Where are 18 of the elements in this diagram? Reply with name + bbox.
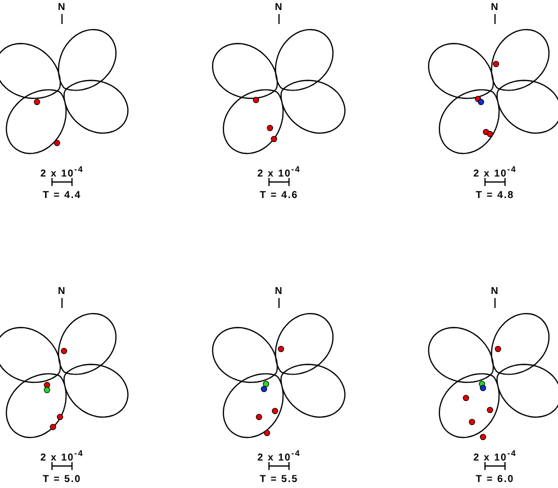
north-label: N bbox=[490, 2, 500, 13]
north-label: N bbox=[274, 2, 284, 13]
north-label: N bbox=[274, 286, 284, 297]
time-label: T = 6.0 bbox=[476, 474, 514, 485]
scale-label: 2 x 10$^{-4}$ bbox=[257, 164, 301, 180]
scale-label: 2 x 10$^{-4}$ bbox=[473, 164, 517, 180]
scale-label: 2 x 10$^{-4}$ bbox=[257, 448, 301, 464]
time-label: T = 4.6 bbox=[260, 190, 298, 201]
time-label: T = 4.4 bbox=[42, 190, 82, 201]
north-label: N bbox=[58, 286, 66, 297]
north-label: N bbox=[58, 2, 66, 13]
scale-label: 2 x 10$^{-4}$ bbox=[473, 448, 517, 464]
time-label: T = 4.8 bbox=[476, 190, 514, 201]
scale-label: 2 x 10$^{-4}$ bbox=[40, 164, 84, 180]
time-label: T = 5.0 bbox=[42, 474, 82, 485]
time-label: T = 5.5 bbox=[260, 474, 298, 485]
scale-label: 2 x 10$^{-4}$ bbox=[40, 448, 84, 464]
north-label: N bbox=[490, 286, 500, 297]
